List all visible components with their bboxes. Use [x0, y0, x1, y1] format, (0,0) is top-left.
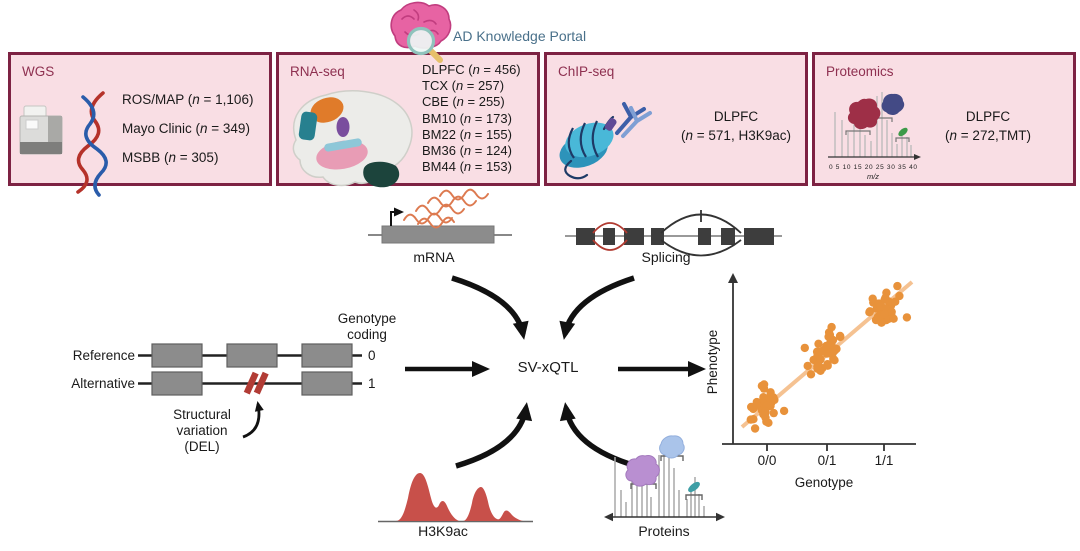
- proteins-spectrum-icon: [604, 435, 725, 522]
- h3k9ac-label: H3K9ac: [418, 523, 468, 539]
- portal-label: AD Knowledge Portal: [453, 28, 587, 44]
- sv-annotation: Structural: [173, 407, 231, 422]
- sv-xqtl-label: SV-xQTL: [517, 359, 579, 376]
- rnaseq-item: DLPFC (n = 456): [422, 62, 521, 77]
- genotype-coding-header: Genotype: [337, 311, 397, 326]
- chipseq-item: (n = 571, H3K9ac): [681, 128, 791, 143]
- tick-label-01: 0/1: [818, 453, 837, 468]
- deletion-slashes-icon: [243, 371, 269, 395]
- panel-title-proteomics: Proteomics: [826, 64, 894, 79]
- protein-blob-purple: [625, 455, 660, 487]
- wgs-item: ROS/MAP (n = 1,106): [122, 92, 254, 107]
- tss-arrow: [390, 207, 404, 226]
- gene-structure-alternative: [138, 371, 362, 396]
- proteomics-item: DLPFC: [965, 109, 1011, 124]
- wgs-item: Mayo Clinic (n = 349): [122, 121, 250, 136]
- arrow-splicing-to-center: [559, 275, 635, 340]
- mrna-label: mRNA: [413, 249, 455, 265]
- protein-blob-blue: [659, 435, 685, 459]
- code-0: 0: [368, 348, 376, 363]
- panel-title-chipseq: ChIP-seq: [558, 64, 615, 79]
- scatter-plot: 0/0 0/1 1/1 Genotype Phenotype: [705, 273, 916, 490]
- h3k9ac-peaks-icon: [378, 473, 533, 523]
- code-1: 1: [368, 376, 376, 391]
- rnaseq-item: TCX (n = 257): [422, 78, 505, 93]
- reference-label: Reference: [72, 348, 135, 363]
- gene-body: [381, 225, 495, 244]
- tick-label-00: 0/0: [758, 453, 777, 468]
- panel-title-rnaseq: RNA-seq: [290, 64, 345, 79]
- rnaseq-item: BM10 (n = 173): [422, 111, 512, 126]
- panel-title-wgs: WGS: [22, 64, 55, 79]
- protein-blob-teal: [688, 481, 700, 493]
- sv-annotation: (DEL): [184, 439, 220, 454]
- arrow-mrna-to-center: [451, 275, 529, 340]
- arrow-h3k9ac-to-center: [455, 402, 533, 469]
- magnifier-lens: [406, 26, 436, 56]
- rnaseq-item: BM36 (n = 124): [422, 143, 512, 158]
- trend-line: [740, 280, 914, 429]
- rnaseq-item: CBE (n = 255): [422, 94, 505, 109]
- scatter-points: [746, 281, 912, 433]
- rnaseq-item: BM22 (n = 155): [422, 127, 512, 142]
- proteins-label: Proteins: [638, 523, 690, 539]
- panel-wgs: WGS: [8, 52, 272, 186]
- chipseq-item: DLPFC: [713, 109, 759, 124]
- x-axis-label: Genotype: [795, 475, 854, 490]
- gene-structure-reference: [138, 343, 362, 368]
- y-axis-label: Phenotype: [705, 330, 720, 395]
- splicing-red-arcs: [592, 222, 628, 251]
- wgs-item: MSBB (n = 305): [122, 150, 219, 165]
- sv-annotation: variation: [176, 423, 228, 438]
- genotype-coding-header: coding: [347, 327, 387, 342]
- mrna-transcription-icon: [368, 188, 512, 244]
- rna-squiggles: [403, 188, 489, 229]
- splicing-exons: [576, 228, 774, 245]
- splicing-label: Splicing: [641, 249, 691, 265]
- rnaseq-item: BM44 (n = 153): [422, 159, 512, 174]
- tick-label-11: 1/1: [875, 453, 894, 468]
- alternative-label: Alternative: [71, 376, 135, 391]
- proteomics-item: (n = 272,TMT): [945, 128, 1031, 143]
- arrow-proteins-to-center: [559, 402, 637, 469]
